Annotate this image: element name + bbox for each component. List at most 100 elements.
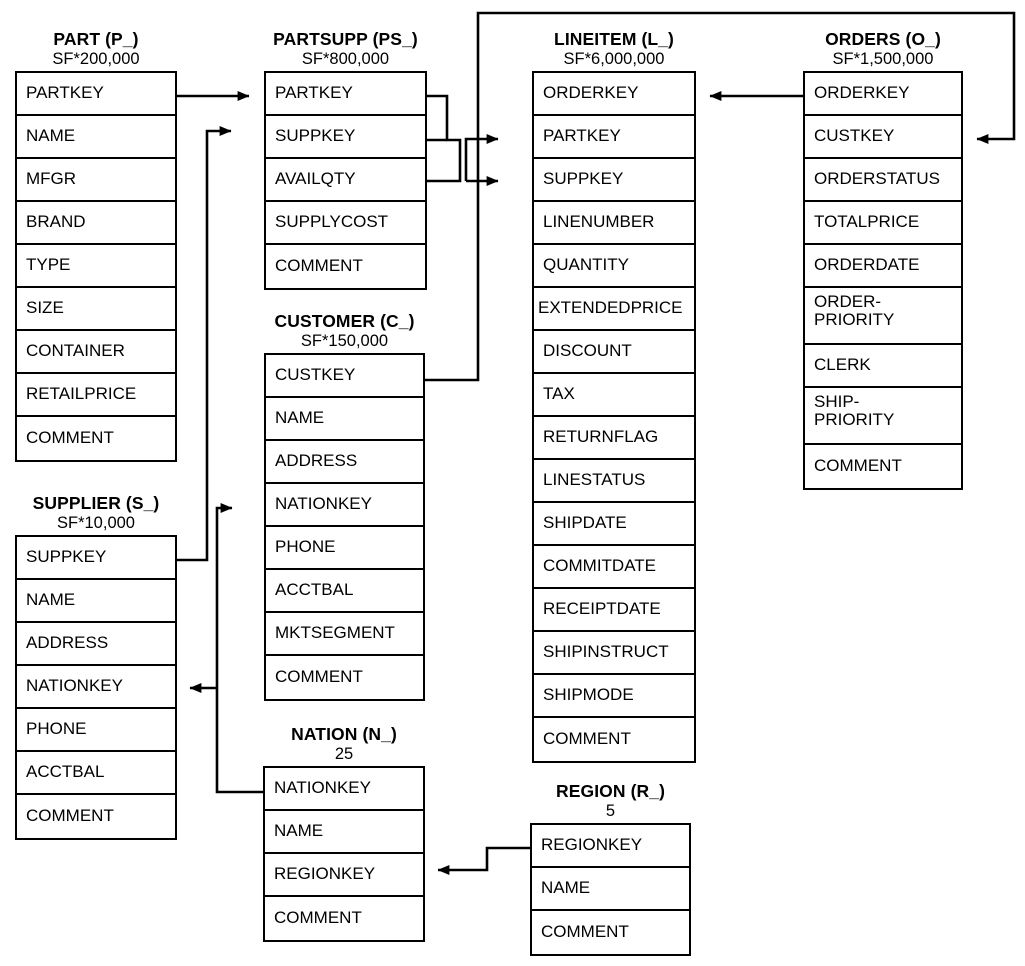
entity-part-fields: PARTKEY NAME MFGR BRAND TYPE SIZE CONTAI…	[15, 70, 177, 462]
field-lineitem-linenumber[interactable]: LINENUMBER	[534, 201, 694, 245]
entity-orders-fields: ORDERKEY CUSTKEY ORDERSTATUS TOTALPRICE …	[803, 70, 963, 490]
entity-orders: ORDERS (O_) SF*1,500,000 ORDERKEY CUSTKE…	[803, 29, 963, 490]
field-customer-comment[interactable]: COMMENT	[266, 655, 423, 699]
entity-nation: NATION (N_) 25 NATIONKEY NAME REGIONKEY …	[263, 724, 425, 942]
field-nation-comment[interactable]: COMMENT	[265, 896, 423, 940]
entity-partsupp-cardinality: SF*800,000	[301, 49, 390, 68]
field-part-retailprice[interactable]: RETAILPRICE	[17, 373, 175, 417]
entity-customer-cardinality: SF*150,000	[300, 331, 389, 350]
field-orders-comment[interactable]: COMMENT	[805, 444, 961, 488]
field-customer-address[interactable]: ADDRESS	[266, 440, 423, 484]
field-region-name[interactable]: NAME	[532, 867, 689, 911]
field-lineitem-orderkey[interactable]: ORDERKEY	[534, 72, 694, 116]
field-lineitem-quantity[interactable]: QUANTITY	[534, 244, 694, 288]
entity-customer-fields: CUSTKEY NAME ADDRESS NATIONKEY PHONE ACC…	[264, 352, 425, 701]
field-nation-name[interactable]: NAME	[265, 810, 423, 854]
field-lineitem-shipinstruct[interactable]: SHIPINSTRUCT	[534, 631, 694, 675]
entity-nation-cardinality: 25	[334, 744, 354, 763]
field-supplier-phone[interactable]: PHONE	[17, 708, 175, 752]
entity-supplier-title: SUPPLIER (S_)	[32, 493, 160, 513]
field-orders-orderstatus[interactable]: ORDERSTATUS	[805, 158, 961, 202]
field-customer-nationkey[interactable]: NATIONKEY	[266, 483, 423, 527]
entity-supplier-fields: SUPPKEY NAME ADDRESS NATIONKEY PHONE ACC…	[15, 534, 177, 840]
entity-part-title: PART (P_)	[53, 29, 139, 49]
connector-supplier-partsupp	[177, 126, 232, 562]
field-partsupp-suppkey[interactable]: SUPPKEY	[266, 115, 425, 159]
field-lineitem-discount[interactable]: DISCOUNT	[534, 330, 694, 374]
field-partsupp-availqty[interactable]: AVAILQTY	[266, 158, 425, 202]
connector-region-nation	[437, 846, 530, 875]
field-supplier-nationkey[interactable]: NATIONKEY	[17, 665, 175, 709]
entity-region-fields: REGIONKEY NAME COMMENT	[530, 822, 691, 956]
field-supplier-name[interactable]: NAME	[17, 579, 175, 623]
field-customer-name[interactable]: NAME	[266, 397, 423, 441]
field-lineitem-commitdate[interactable]: COMMITDATE	[534, 545, 694, 589]
field-part-type[interactable]: TYPE	[17, 244, 175, 288]
field-part-name[interactable]: NAME	[17, 115, 175, 159]
field-orders-custkey[interactable]: CUSTKEY	[805, 115, 961, 159]
field-lineitem-returnflag[interactable]: RETURNFLAG	[534, 416, 694, 460]
field-lineitem-extendedprice[interactable]: EXTENDEDPRICE	[534, 287, 694, 331]
field-orders-orderpriority-line2: PRIORITY	[814, 309, 895, 329]
entity-partsupp-fields: PARTKEY SUPPKEY AVAILQTY SUPPLYCOST COMM…	[264, 70, 427, 290]
field-part-mfgr[interactable]: MFGR	[17, 158, 175, 202]
connector-partsupp-lineitem-riser	[464, 134, 499, 181]
field-lineitem-suppkey[interactable]: SUPPKEY	[534, 158, 694, 202]
entity-nation-title: NATION (N_)	[291, 724, 397, 744]
entity-lineitem-fields: ORDERKEY PARTKEY SUPPKEY LINENUMBER QUAN…	[532, 70, 696, 763]
entity-part: PART (P_) SF*200,000 PARTKEY NAME MFGR B…	[15, 29, 177, 462]
field-part-comment[interactable]: COMMENT	[17, 416, 175, 460]
field-part-partkey[interactable]: PARTKEY	[17, 72, 175, 116]
entity-lineitem-cardinality: SF*6,000,000	[563, 49, 665, 68]
field-customer-acctbal[interactable]: ACCTBAL	[266, 569, 423, 613]
field-lineitem-linestatus[interactable]: LINESTATUS	[534, 459, 694, 503]
field-supplier-address[interactable]: ADDRESS	[17, 622, 175, 666]
field-orders-orderpriority[interactable]: ORDER- PRIORITY	[805, 287, 961, 345]
field-customer-phone[interactable]: PHONE	[266, 526, 423, 570]
field-part-size[interactable]: SIZE	[17, 287, 175, 331]
field-orders-clerk[interactable]: CLERK	[805, 344, 961, 388]
entity-part-cardinality: SF*200,000	[52, 49, 140, 68]
field-lineitem-shipmode[interactable]: SHIPMODE	[534, 674, 694, 718]
field-orders-totalprice[interactable]: TOTALPRICE	[805, 201, 961, 245]
field-part-brand[interactable]: BRAND	[17, 201, 175, 245]
entity-region-cardinality: 5	[605, 801, 616, 820]
field-lineitem-comment[interactable]: COMMENT	[534, 717, 694, 761]
field-partsupp-comment[interactable]: COMMENT	[266, 244, 425, 288]
field-lineitem-shipdate[interactable]: SHIPDATE	[534, 502, 694, 546]
field-nation-nationkey[interactable]: NATIONKEY	[265, 767, 423, 811]
field-partsupp-partkey[interactable]: PARTKEY	[266, 72, 425, 116]
field-orders-orderkey[interactable]: ORDERKEY	[805, 72, 961, 116]
entity-region-title: REGION (R_)	[555, 781, 666, 801]
entity-lineitem: LINEITEM (L_) SF*6,000,000 ORDERKEY PART…	[532, 29, 696, 763]
field-customer-custkey[interactable]: CUSTKEY	[266, 354, 423, 398]
entity-supplier-cardinality: SF*10,000	[57, 513, 135, 532]
entity-partsupp: PARTSUPP (PS_) SF*800,000 PARTKEY SUPPKE…	[264, 29, 427, 290]
entity-region: REGION (R_) 5 REGIONKEY NAME COMMENT	[530, 781, 691, 956]
entity-orders-cardinality: SF*1,500,000	[832, 49, 934, 68]
field-region-comment[interactable]: COMMENT	[532, 910, 689, 954]
field-region-regionkey[interactable]: REGIONKEY	[532, 824, 689, 868]
field-customer-mktsegment[interactable]: MKTSEGMENT	[266, 612, 423, 656]
entity-lineitem-title: LINEITEM (L_)	[554, 29, 674, 49]
field-part-container[interactable]: CONTAINER	[17, 330, 175, 374]
field-lineitem-partkey[interactable]: PARTKEY	[534, 115, 694, 159]
field-partsupp-supplycost[interactable]: SUPPLYCOST	[266, 201, 425, 245]
field-lineitem-tax[interactable]: TAX	[534, 373, 694, 417]
field-orders-orderdate[interactable]: ORDERDATE	[805, 244, 961, 288]
entity-nation-fields: NATIONKEY NAME REGIONKEY COMMENT	[263, 765, 425, 942]
entity-orders-title: ORDERS (O_)	[825, 29, 941, 49]
field-supplier-acctbal[interactable]: ACCTBAL	[17, 751, 175, 795]
field-orders-shippriority[interactable]: SHIP- PRIORITY	[805, 387, 961, 445]
entity-customer-title: CUSTOMER (C_)	[274, 311, 415, 331]
entity-supplier: SUPPLIER (S_) SF*10,000 SUPPKEY NAME ADD…	[15, 493, 177, 840]
field-orders-shippriority-line2: PRIORITY	[814, 409, 895, 429]
field-orders-orderpriority-line1: ORDER-	[814, 291, 882, 311]
field-orders-shippriority-line1: SHIP-	[814, 391, 860, 411]
field-nation-regionkey[interactable]: REGIONKEY	[265, 853, 423, 897]
field-lineitem-receiptdate[interactable]: RECEIPTDATE	[534, 588, 694, 632]
entity-customer: CUSTOMER (C_) SF*150,000 CUSTKEY NAME AD…	[264, 311, 425, 701]
field-supplier-comment[interactable]: COMMENT	[17, 794, 175, 838]
field-supplier-suppkey[interactable]: SUPPKEY	[17, 536, 175, 580]
